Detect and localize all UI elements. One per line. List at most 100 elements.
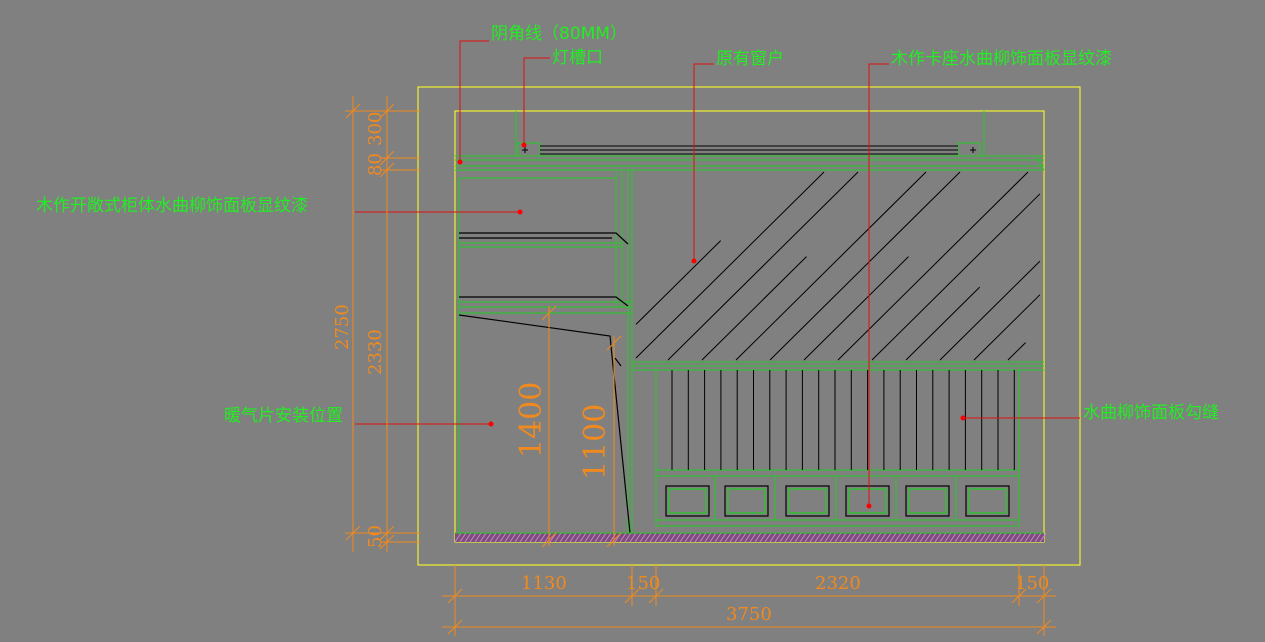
dim-inner-1400: 1400 (514, 382, 549, 458)
floor-hatch-line (1004, 532, 1012, 543)
window-hatch-line (837, 171, 1029, 361)
floor-hatch-line (464, 532, 472, 543)
inner-dimension-lines (541, 305, 622, 548)
drawer-panel (908, 488, 947, 514)
floor-hatch-line (1019, 532, 1027, 543)
floor-hatch-line (894, 532, 902, 543)
drawer-panel (785, 485, 830, 517)
floor-hatch-line (969, 532, 977, 543)
floor-hatch-line (924, 532, 932, 543)
window-hatch-line (635, 171, 825, 359)
floor-hatch-line (574, 532, 582, 543)
floor-hatch-line (954, 532, 962, 543)
drawer-panel (665, 485, 710, 517)
cabinet-shelf-lines (458, 232, 631, 534)
callout-card-seat-panel: 木作卡座水曲柳饰面板显纹漆 (891, 49, 1112, 69)
floor-hatch-line (1029, 532, 1037, 543)
floor-hatch-line (884, 532, 892, 543)
window-hatch-line (769, 171, 961, 361)
floor-hatch-line (854, 532, 862, 543)
floor-hatch-line (519, 532, 527, 543)
floor-strip (455, 533, 1044, 542)
drawer-panel (848, 488, 887, 514)
bench-drawers (665, 476, 1010, 520)
floor-hatch-line (459, 532, 467, 543)
floor-hatch-line (759, 532, 767, 543)
floor-hatch-line (604, 532, 612, 543)
floor-hatch-line (919, 532, 927, 543)
floor-hatch-line (904, 532, 912, 543)
floor-hatch-line (779, 532, 787, 543)
floor-hatch-line (944, 532, 952, 543)
floor-hatch-line (974, 532, 982, 543)
floor-hatch-line (704, 532, 712, 543)
floor-hatch-line (1014, 532, 1022, 543)
floor-hatch-line (859, 532, 867, 543)
floor-hatch-line (834, 532, 842, 543)
leader-dots (457, 142, 966, 509)
floor-hatch-line (739, 532, 747, 543)
floor-hatch-line (849, 532, 857, 543)
dim-top-80: 80 (365, 153, 386, 176)
dim-w-2320: 2320 (815, 573, 861, 594)
dim-w-150-left: 150 (626, 573, 660, 594)
window-hatch-line (803, 256, 909, 361)
dim-height-2330: 2330 (365, 329, 386, 375)
floor-hatch-line (994, 532, 1002, 543)
light-slot-fixture (522, 145, 976, 155)
floor-hatch-line (899, 532, 907, 543)
floor-hatch-line (669, 532, 677, 543)
floor-hatch-line (729, 532, 737, 543)
floor-hatch-line (869, 532, 877, 543)
floor-hatch-line (789, 532, 797, 543)
drawer-panel (905, 485, 950, 517)
floor-hatch-line (469, 532, 477, 543)
window-hatch-line (905, 286, 981, 361)
floor-hatch-line (794, 532, 802, 543)
floor-hatch-line (724, 532, 732, 543)
floor-hatch-line (984, 532, 992, 543)
drawer-panel (788, 488, 827, 514)
drawer-panel (724, 485, 769, 517)
floor-hatch-line (959, 532, 967, 543)
floor-hatch-line (864, 532, 872, 543)
floor-hatch-line (889, 532, 897, 543)
floor-hatch-line (634, 532, 642, 543)
floor-hatch-line (499, 532, 507, 543)
floor-hatch-line (659, 532, 667, 543)
open-cabinet (458, 170, 633, 540)
floor-hatch-line (839, 532, 847, 543)
floor-hatch-line (544, 532, 552, 543)
window-hatch-line (735, 171, 927, 361)
floor-hatch-line (639, 532, 647, 543)
floor-hatch-line (719, 532, 727, 543)
card-seat (655, 370, 1020, 527)
floor-hatch-line (509, 532, 517, 543)
dim-total-width: 3750 (726, 604, 772, 625)
floor-hatch-line (774, 532, 782, 543)
floor-hatch-line (679, 532, 687, 543)
floor-hatch-line (714, 532, 722, 543)
floor-hatch-line (1034, 532, 1042, 543)
floor-hatch-line (914, 532, 922, 543)
floor-hatch-line (879, 532, 887, 543)
dim-w-150-right: 150 (1015, 573, 1049, 594)
floor-hatch-line (804, 532, 812, 543)
floor-hatch-line (934, 532, 942, 543)
floor-hatch-line (824, 532, 832, 543)
callout-radiator-position: 暖气片安装位置 (224, 406, 343, 426)
floor-hatch-line (1009, 532, 1017, 543)
floor-hatch-line (649, 532, 657, 543)
window-hatch-line (1007, 342, 1026, 361)
floor-hatch-line (929, 532, 937, 543)
window-hatch-line (973, 294, 1041, 361)
floor-hatch (454, 532, 1047, 543)
floor-hatch-line (949, 532, 957, 543)
callout-cove-line: 阴角线（80MM） (491, 24, 627, 44)
floor-hatch-line (454, 532, 462, 543)
floor-hatch-line (874, 532, 882, 543)
floor-hatch-line (609, 532, 617, 543)
drawer-panel (965, 485, 1010, 517)
floor-hatch-line (654, 532, 662, 543)
dim-inner-1100: 1100 (578, 404, 613, 480)
